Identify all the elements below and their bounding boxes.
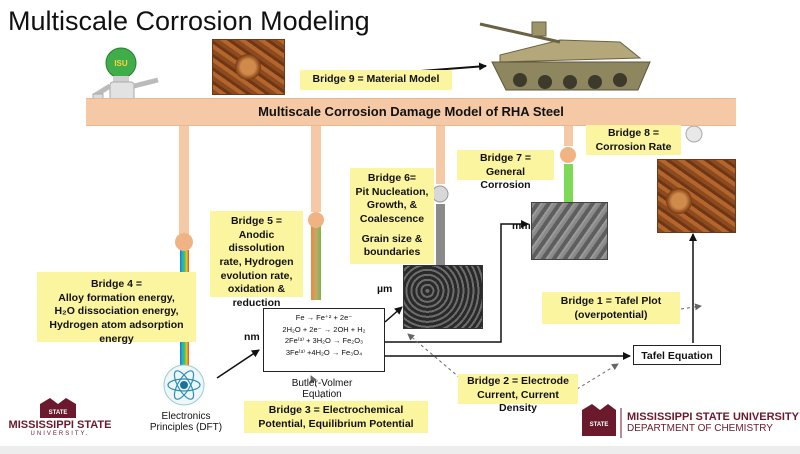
bridge-4-line: Bridge 4 = [90, 278, 143, 290]
bridge-8-line: Bridge 8 = [607, 127, 660, 139]
bridge-4-line: Alloy formation energy, [58, 291, 175, 304]
bridge-7-line: General Corrosion [480, 165, 531, 192]
equation-line: 3Fe⁽³⁾ +4H₂O → Fe₃O₄ [285, 347, 363, 357]
hand-icon [175, 233, 193, 251]
msu-sub-left: UNIVERSITY. [30, 431, 90, 438]
bridge-5-line: rate, Hydrogen [219, 255, 294, 268]
bridge-7-box: Bridge 7 = General Corrosion [457, 150, 554, 191]
pipe-bridge6 [436, 124, 445, 184]
butler-volmer-label: Butler-Volmer Equation [270, 378, 374, 400]
page-title: Multiscale Corrosion Modeling [8, 6, 370, 36]
bridge-4-line: Hydrogen atom adsorption [49, 318, 184, 331]
robot-hand-icon [685, 125, 703, 143]
bridge-3-line: Potential, Equilibrium Potential [258, 417, 414, 430]
robot-badge: ISU [114, 59, 128, 68]
rusted-bolt-photo [212, 39, 285, 95]
scale-mm: mm [512, 220, 531, 232]
msu-name-right: MISSISSIPPI STATE UNIVERSITY™ [627, 411, 800, 423]
equation-line: 2H₂O + 2e⁻ → 2OH + H₂ [282, 324, 366, 334]
bridge-4-box: Bridge 4 = Alloy formation energy, H₂O d… [37, 272, 196, 345]
msu-seal-right-text: STATE [590, 422, 609, 428]
bridge-4-line: energy [99, 332, 134, 345]
butler-volmer-line: Butler-Volmer [291, 378, 353, 389]
msu-seal-right: STATE [582, 404, 622, 438]
reaction-equations-box: Fe → Fe⁺² + 2e⁻ 2H₂O + 2e⁻ → 2OH + H₂ 2F… [263, 308, 385, 372]
bridge-5-line: Bridge 5 = [230, 215, 283, 227]
dashed-bridge2-a [407, 333, 461, 379]
rusted-bolt-photo-2 [657, 159, 736, 233]
bridge-5-line: oxidation & [227, 283, 286, 296]
bridge-7-line: Bridge 7 = [479, 152, 532, 164]
msu-dept-right: DEPARTMENT OF CHEMISTRY [627, 423, 773, 435]
arrow-eq-to-general [385, 220, 529, 343]
bridge-2-line: Bridge 2 = Electrode [467, 375, 569, 387]
bridge-9-box: Bridge 9 = Material Model [300, 70, 452, 90]
bridge-1-line: (overpotential) [574, 308, 648, 321]
bridge-5-line: Anodic dissolution [228, 228, 285, 255]
pipe-bridge5 [311, 124, 321, 212]
pit-micrograph [403, 265, 483, 329]
bridge-5-box: Bridge 5 = Anodic dissolution rate, Hydr… [210, 211, 303, 309]
bridge-6-box: Bridge 6= Pit Nucleation, Growth, & Coal… [350, 168, 434, 264]
msu-name-left: MISSISSIPPI STATE [8, 419, 112, 431]
dashed-bridge2-b [576, 363, 619, 390]
model-banner: Multiscale Corrosion Damage Model of RHA… [86, 98, 736, 126]
general-corrosion-micrograph [531, 202, 608, 260]
atom-icon [163, 364, 205, 406]
bridge-6-line: Pit Nucleation, [355, 185, 429, 198]
msu-seal-left-text: STATE [49, 410, 68, 416]
bridge-8-line: Corrosion Rate [595, 140, 672, 153]
grey-tube [436, 204, 445, 266]
dashed-bridge1 [680, 303, 702, 311]
scale-um: µm [377, 283, 393, 295]
bolt-icon [666, 188, 692, 214]
tank-icon [479, 21, 651, 91]
orange-tube [311, 226, 321, 300]
electronics-line: Principles (DFT) [149, 422, 223, 433]
bridge-6-extra-line: Grain size & [361, 232, 423, 245]
butler-volmer-line: Equation [302, 389, 342, 400]
green-tube [564, 164, 573, 204]
bridge-2-line: Current, Current Density [477, 388, 559, 415]
equation-line: 2Fe⁽³⁾ + 3H₂O → Fe₂O₃ [284, 336, 364, 346]
bridge-2-box: Bridge 2 = Electrode Current, Current De… [458, 374, 578, 414]
bridge-3-box: Bridge 3 = Electrochemical Potential, Eq… [244, 401, 428, 433]
dashed-bridge3 [310, 375, 323, 399]
arrow-dft-to-eq [216, 349, 260, 379]
pipe-bridge7 [564, 124, 573, 146]
hand-icon [308, 212, 324, 228]
bridge-5-line: evolution rate, [220, 269, 293, 282]
bridge-6-line: Bridge 6= [367, 172, 417, 184]
electronics-line: Electronics [161, 411, 211, 422]
bridge-5-line: reduction [232, 296, 281, 309]
arrow-eq-to-pit [384, 306, 403, 323]
bridge-6-extra-line: boundaries [363, 246, 421, 259]
electronics-label: Electronics Principles (DFT) [140, 411, 232, 433]
equation-line: Fe → Fe⁺² + 2e⁻ [295, 313, 353, 322]
bottom-bar [0, 446, 800, 454]
msu-logo-right: MISSISSIPPI STATE UNIVERSITY™ DEPARTMENT… [581, 406, 800, 442]
bridge-1-line: Bridge 1 = Tafel Plot [560, 295, 662, 307]
bridge-9-text: Bridge 9 = Material Model [312, 73, 440, 85]
msu-logo-left: MISSISSIPPI STATE UNIVERSITY. [8, 397, 112, 441]
bridge-8-box: Bridge 8 = Corrosion Rate [586, 125, 681, 155]
tafel-equation-box: Tafel Equation [633, 345, 721, 365]
bridge-6-line: Coalescence [359, 212, 425, 225]
bolt-icon [235, 54, 261, 80]
bridge-4-line: H₂O dissociation energy, [54, 305, 179, 318]
scale-nm: nm [244, 331, 260, 343]
robot-hand-icon [431, 185, 449, 203]
bridge-6-line: Growth, & [366, 199, 418, 212]
pipe-bridge4 [179, 124, 189, 234]
msu-seal-left: STATE [40, 398, 76, 418]
bridge-1-box: Bridge 1 = Tafel Plot (overpotential) [542, 292, 680, 324]
bridge-3-line: Bridge 3 = Electrochemical [268, 404, 404, 416]
hand-icon [560, 147, 576, 163]
banner-label: Multiscale Corrosion Damage Model of RHA… [258, 104, 564, 119]
